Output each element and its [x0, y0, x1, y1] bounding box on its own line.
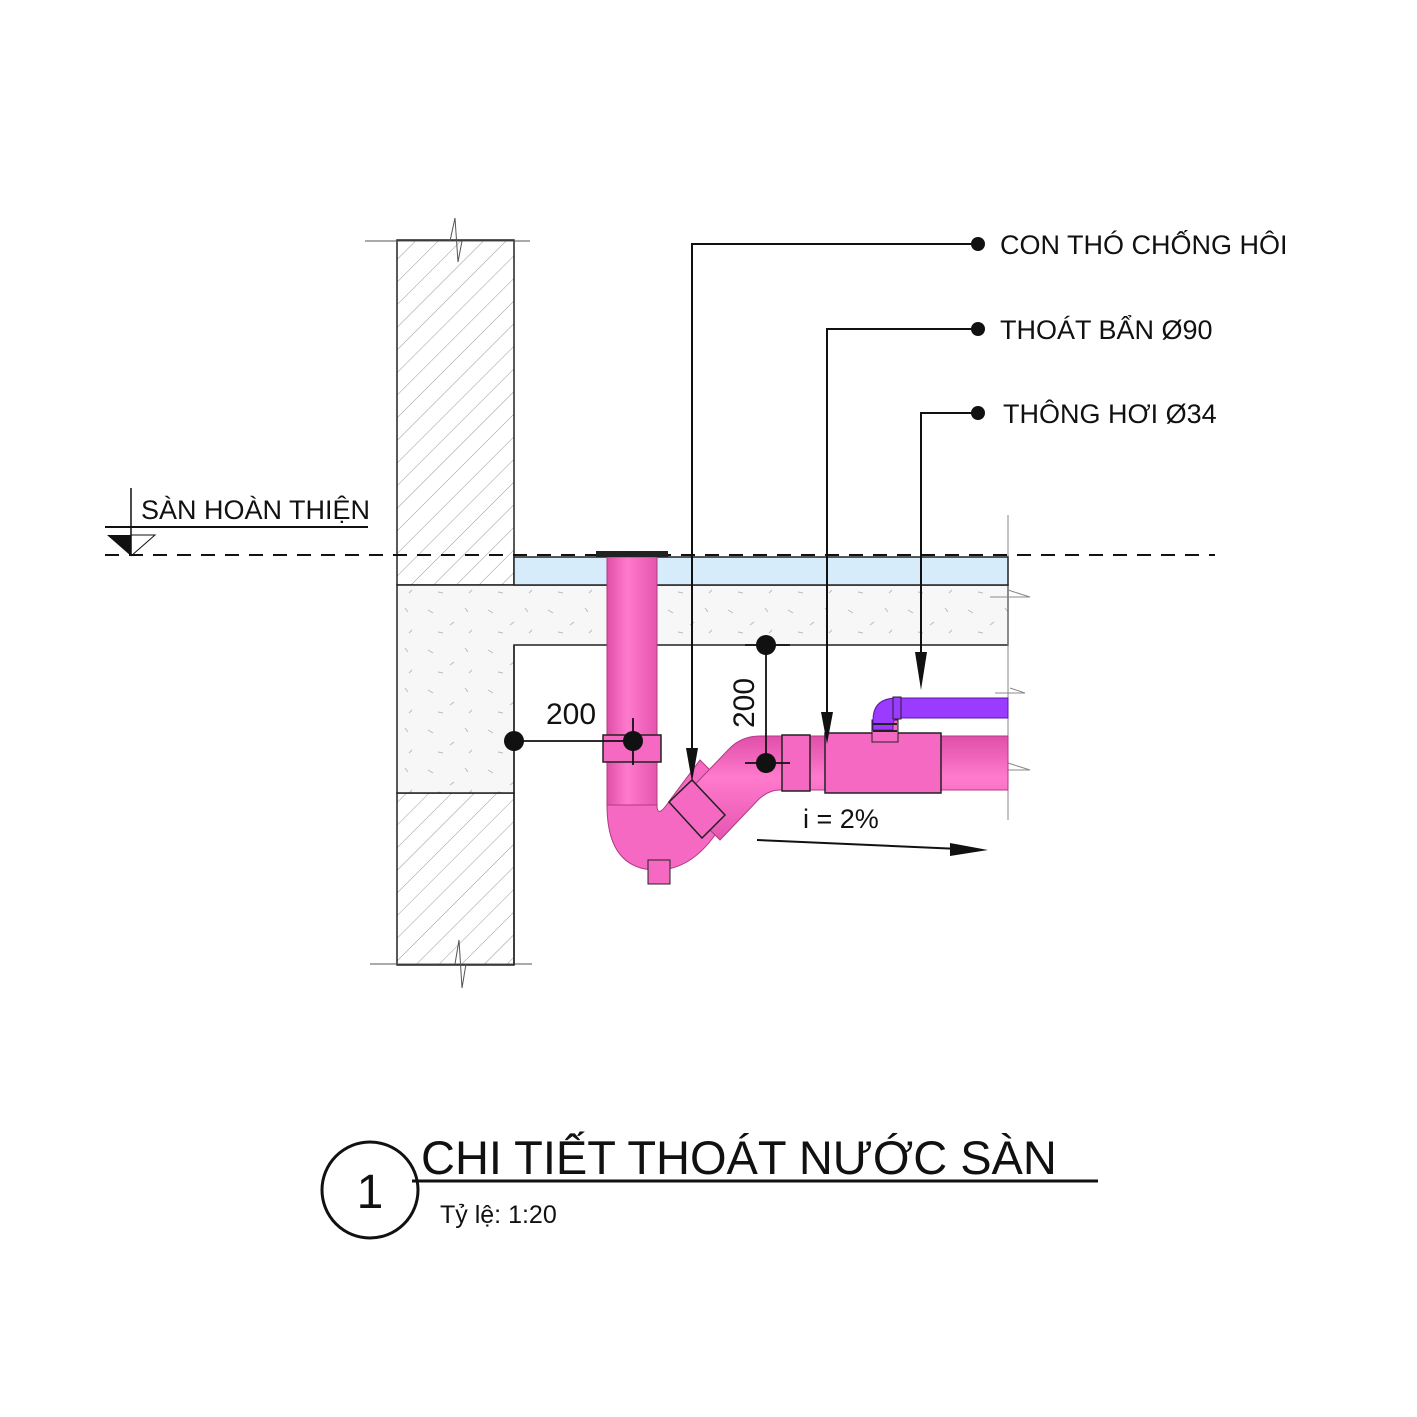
level-marker-icon	[105, 488, 368, 557]
floor-level-label: SÀN HOÀN THIỆN	[141, 494, 370, 525]
dimension-lines	[504, 635, 790, 773]
vent-pipe	[871, 696, 1009, 743]
detail-scale: Tỷ lệ: 1:20	[440, 1201, 557, 1229]
drain-pipe-label: THOÁT BẨN Ø90	[1000, 314, 1213, 345]
floor-finish-layer	[513, 556, 1009, 586]
wall	[365, 217, 532, 989]
trap-label: CON THÓ CHỐNG HÔI	[1000, 228, 1288, 260]
slope-arrow-icon	[756, 839, 988, 856]
leader-markers	[686, 237, 985, 782]
leaders	[691, 243, 978, 770]
vertical-dimension: 200	[728, 678, 761, 728]
detail-number: 1	[357, 1166, 384, 1219]
horizontal-dimension: 200	[546, 698, 596, 731]
detail-title: CHI TIẾT THOÁT NƯỚC SÀN	[421, 1131, 1057, 1184]
vent-pipe-label: THÔNG HƠI Ø34	[1003, 398, 1217, 429]
detail-number-circle	[320, 1140, 420, 1240]
slope-label: i = 2%	[803, 804, 879, 834]
